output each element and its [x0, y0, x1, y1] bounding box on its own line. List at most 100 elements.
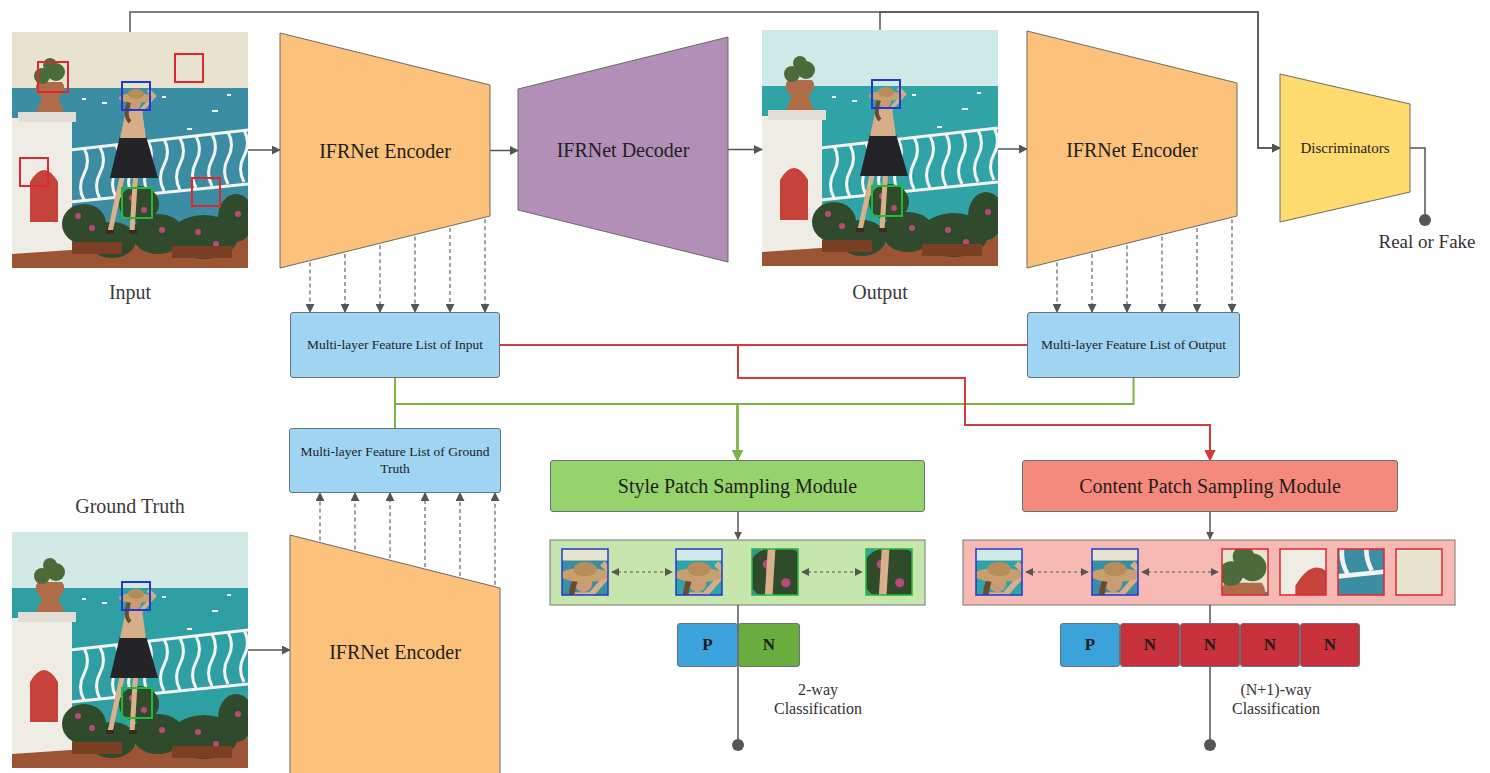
image-panel: Output: [762, 30, 998, 304]
feature-list-box: Multi-layer Feature List of Output: [1027, 312, 1240, 378]
connector-line: [1231, 219, 1232, 312]
annotation-label: Real or Fake: [1372, 231, 1482, 254]
input-photo: [175, 54, 203, 82]
node-text: N: [1204, 635, 1216, 655]
node-text: IFRNet Decoder: [557, 138, 690, 162]
connector-line: [414, 237, 415, 312]
discriminator-block: Discriminators: [1280, 74, 1410, 222]
encoder-block: IFRNet Encoder: [280, 33, 490, 268]
discriminator-output-wire: [1410, 148, 1425, 214]
connector-line: [494, 493, 495, 585]
connector-line: [728, 149, 762, 151]
content-patch-strip: [1280, 549, 1326, 595]
block-shape: [290, 535, 500, 773]
input-photo: [122, 188, 152, 218]
input-photo: [38, 62, 68, 92]
decoder-block: IFRNet Decoder: [518, 37, 728, 262]
input-photo: [122, 82, 150, 110]
feature-list-box: Multi-layer Feature List of Ground Truth: [289, 428, 501, 493]
class-cell: N: [1240, 623, 1300, 667]
node-text: IFRNet Encoder: [1066, 138, 1198, 162]
input-photo: [20, 158, 48, 186]
input-photo: [20, 54, 220, 218]
style-patch-strip: [612, 572, 672, 573]
feature-list-box: Multi-layer Feature List of Input: [290, 312, 500, 378]
ground-truth-photo: [122, 582, 150, 610]
connector-line: [738, 378, 1134, 460]
content-patch-strip: [1065, 334, 1436, 696]
input-photo: [12, 32, 254, 268]
node-text: Discriminators: [1300, 139, 1389, 157]
connector-line: [424, 493, 425, 567]
output-photo: [762, 30, 1004, 266]
content-patch-strip: [821, 480, 1169, 773]
style-patch-strip: [521, 480, 869, 773]
content-patch-strip: [1128, 513, 1490, 773]
node-text: N: [1264, 635, 1276, 655]
class-cell: P: [677, 623, 738, 667]
annotation-label: (N+1)-way Classification: [1220, 680, 1332, 718]
encoder-block: IFRNet Encoder: [1027, 31, 1237, 268]
ground-truth-photo: [12, 532, 254, 768]
connector-line: [1126, 245, 1127, 312]
content-patch-strip: [976, 549, 1442, 595]
node-text: N: [763, 635, 775, 655]
class-cell: P: [1060, 623, 1120, 667]
content-patch-strip: [1222, 549, 1268, 595]
node-text: Multi-layer Feature List of Output: [1041, 337, 1226, 353]
class-cell: N: [738, 623, 800, 667]
connector: [738, 378, 1134, 460]
content-patch-strip: [1128, 513, 1490, 773]
output-photo: [872, 186, 902, 216]
content-patch-strip: [1268, 356, 1490, 718]
block-shape: [1027, 31, 1237, 268]
node-text: N: [1324, 635, 1336, 655]
content-patch-strip: [1026, 572, 1088, 573]
content-patch-strip: [937, 480, 1285, 773]
input-photo: [192, 178, 220, 206]
output-photo: [872, 80, 902, 216]
input-photo: [12, 32, 254, 268]
module-box: Style Patch Sampling Module: [550, 460, 925, 512]
content-patch-strip: [1065, 334, 1436, 696]
class-cell: N: [1180, 623, 1240, 667]
connector-line: [354, 493, 355, 549]
content-patch-strip: [1209, 512, 1211, 539]
connector-line: [490, 150, 518, 152]
connector-line: [1056, 263, 1057, 312]
content-patch-strip: [821, 480, 1169, 773]
block-shape: [1280, 74, 1410, 222]
connector-line: [1161, 237, 1162, 312]
connector-line: [389, 493, 390, 558]
class-cell: N: [1300, 623, 1360, 667]
style-patch-strip: [752, 549, 798, 595]
connector-line: [1091, 254, 1092, 312]
image-caption: Input: [109, 280, 151, 304]
ground-truth-photo: [122, 688, 152, 718]
connector-line: [248, 649, 290, 651]
image-panel: Ground Truth: [12, 494, 248, 770]
node-text: Style Patch Sampling Module: [618, 474, 857, 498]
discriminator-output-wire: [1410, 148, 1431, 226]
content-patch-strip: [1142, 572, 1218, 573]
style-patch-strip: [562, 549, 608, 595]
module-box: Content Patch Sampling Module: [1022, 460, 1398, 512]
node-text: N: [1144, 635, 1156, 655]
connector-line: [1196, 228, 1197, 312]
output-photo: [762, 30, 1004, 266]
image-caption: Ground Truth: [75, 494, 184, 518]
connector-line: [379, 245, 380, 312]
node-text: Multi-layer Feature List of Ground Truth: [298, 444, 492, 476]
connector-line: [484, 219, 485, 312]
content-patch-strip: [1092, 549, 1138, 595]
connector: [490, 150, 518, 151]
output-photo: [872, 80, 900, 108]
content-patch-strip: [1396, 549, 1442, 595]
connector: [728, 149, 762, 150]
encoder-block: IFRNet Encoder: [290, 535, 500, 773]
connector-line: [309, 263, 310, 312]
connector-line: [449, 228, 450, 312]
connector: [248, 150, 280, 151]
style-patch-strip: [676, 549, 722, 595]
